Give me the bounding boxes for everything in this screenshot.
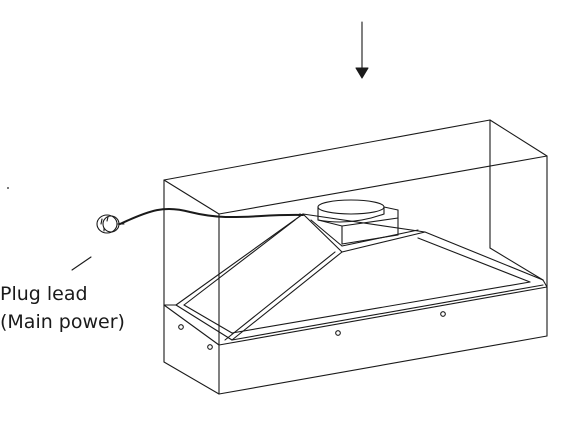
stray-mark [7, 187, 9, 189]
duct-collar [317, 199, 399, 245]
hood-canopy [163, 213, 548, 395]
down-arrow-icon [355, 21, 369, 79]
plug-lead-label: Plug lead (Main power) [0, 280, 125, 336]
mounting-screws [178, 311, 446, 350]
plug-icon [96, 214, 125, 234]
plug-lead-label-line2: (Main power) [0, 311, 125, 333]
power-cord [119, 207, 304, 225]
cabinet-outline [163, 119, 548, 395]
plug-lead-label-line1: Plug lead [0, 283, 88, 305]
label-leader-line [71, 256, 92, 271]
